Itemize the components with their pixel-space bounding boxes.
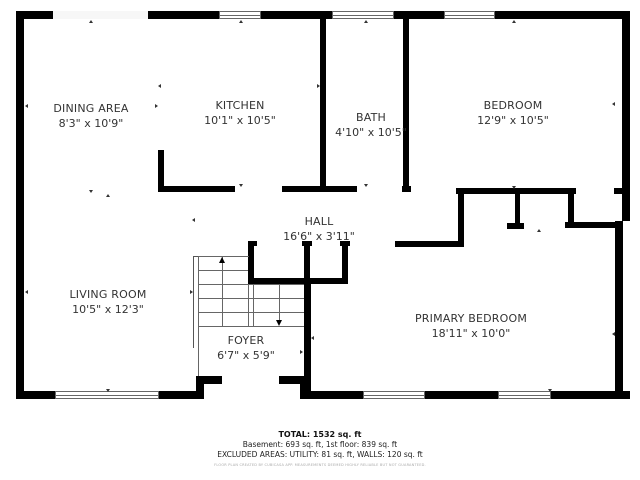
window-living [55,391,159,399]
wall-top-3 [261,11,332,19]
wall-bath-bedroom [403,19,409,192]
wall-left [16,11,24,399]
wall-stair-closet-mid-cap [302,241,312,246]
wall-stair-closet-right [342,241,348,283]
room-dimensions: 8'3" x 10'9" [58,117,124,130]
wall-stair-closet-mid [304,241,310,283]
room-name: PRIMARY BEDROOM [414,312,528,325]
wall-closet-right [568,188,574,228]
wall-bottom-4 [425,391,498,399]
wall-hall-primary [395,241,464,247]
wall-bath-bedroom-foot [402,186,411,192]
wall-closet-left [458,188,464,245]
stair-up-arrow-icon [219,257,225,263]
room-dimensions: 18'11" x 10'0" [431,327,511,340]
floor-areas: Basement: 693 sq. ft, 1st floor: 839 sq.… [242,440,398,449]
room-name: FOYER [227,334,265,347]
room-name: DINING AREA [53,102,129,115]
room-dimensions: 10'1" x 10'5" [204,114,276,127]
room-dimensions: 16'6" x 3'11" [283,230,355,243]
wall-stair-closet-right-cap [340,241,350,246]
wall-right [622,11,630,221]
wall-stair-closet-left [248,241,254,283]
room-kitchen: KITCHEN 10'1" x 10'5" [204,98,276,128]
excluded-areas: EXCLUDED AREAS: UTILITY: 81 sq. ft, WALL… [217,450,423,459]
wall-closet-divider-foot [507,223,524,229]
room-dimensions: 4'10" x 10'5" [335,126,407,139]
opening-dining-top [53,11,148,19]
wall-closet-divider [515,188,520,226]
window-bedroom [444,11,495,19]
floor-plan: DINING AREA 8'3" x 10'9" KITCHEN 10'1" x… [16,11,630,399]
wall-kitchen-bottom-b [282,186,329,192]
wall-stair-closet-bottom [248,278,308,284]
room-name: BEDROOM [483,99,543,112]
room-dimensions: 10'5" x 12'3" [72,303,144,316]
wall-top-4 [394,11,444,19]
window-primary-2 [498,391,551,399]
wall-foyer-primary [304,278,311,399]
stair-tread [198,298,304,299]
room-living-room: LIVING ROOM 10'5" x 12'3" [69,287,146,317]
stair-down-arrow-icon [276,320,282,326]
total-area: TOTAL: 1532 sq. ft [278,430,362,439]
wall-stair-closet-left-cap [248,241,257,246]
wall-kitchen-bottom-a [158,186,235,192]
room-name: BATH [355,111,387,124]
wall-foyer-left-jog [196,376,204,399]
room-bedroom: BEDROOM 12'9" x 10'5" [477,98,549,128]
wall-bottom-3 [300,391,363,399]
wall-top-1 [16,11,53,19]
wall-stair-closet-bottom-r [304,278,348,284]
stair-tread [198,326,304,327]
room-dimensions: 6'7" x 5'9" [217,349,275,362]
room-name: HALL [304,215,334,228]
wall-bath-bottom [320,186,357,192]
stair-tread [198,270,248,271]
stair-tread [198,312,304,313]
wall-top-5 [495,11,630,19]
wall-kitchen-bath [320,19,326,192]
wall-bottom-2 [159,391,204,399]
wall-right-lower [615,221,623,399]
room-dimensions: 12'9" x 10'5" [477,114,549,127]
room-name: LIVING ROOM [69,288,147,301]
room-name: KITCHEN [215,99,265,112]
window-kitchen [219,11,261,19]
stair-tread [198,256,248,257]
wall-bedroom-right-stub [614,188,623,194]
window-primary-1 [363,391,425,399]
window-bath [332,11,394,19]
wall-bottom-1 [16,391,55,399]
room-foyer: FOYER 6'7" x 5'9" [217,333,275,363]
room-hall: HALL 16'6" x 3'11" [283,214,355,244]
stair-tread [198,284,304,285]
disclaimer: FLOOR PLAN CREATED BY CUBICASA APP. MEAS… [214,463,426,467]
wall-bottom-5 [551,391,630,399]
room-primary-bedroom: PRIMARY BEDROOM 18'11" x 10'0" [415,311,527,341]
room-bath: BATH 4'10" x 10'5" [335,110,407,140]
wall-top-2 [148,11,219,19]
wall-kitchen-left [158,150,164,192]
room-dining-area: DINING AREA 8'3" x 10'9" [53,101,128,131]
wall-foyer-left-stub [196,376,222,384]
wall-closet-bottom-right [565,222,623,228]
wall-foyer-right-stub [279,376,308,384]
